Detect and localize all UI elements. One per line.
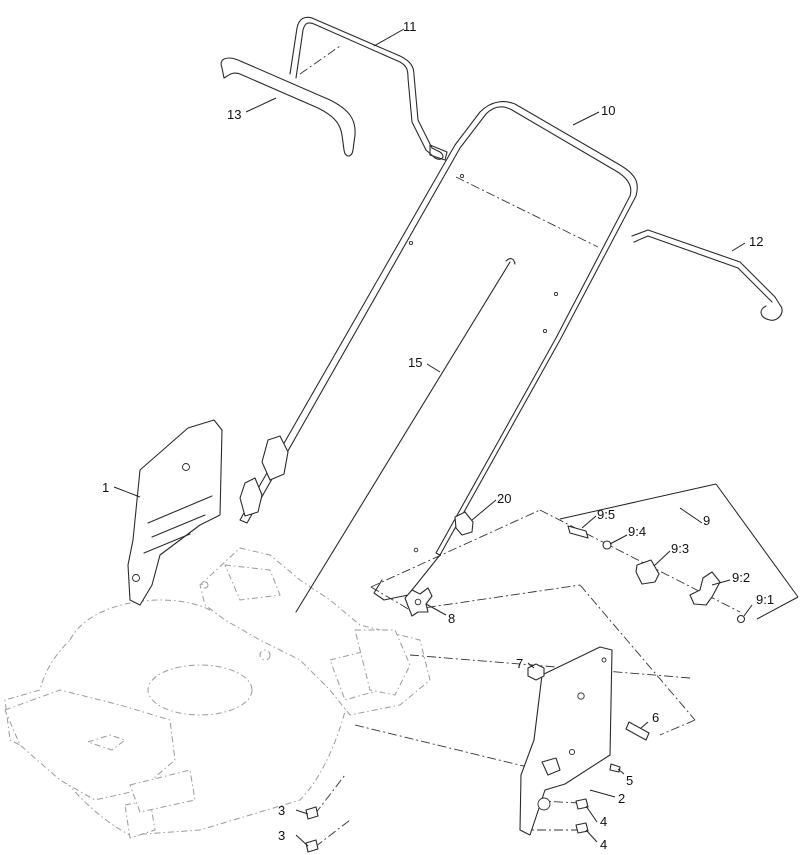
phantom-alignment-lines (299, 45, 741, 848)
part-2-right-bracket (519, 646, 613, 836)
callout-11: 11 (403, 19, 417, 34)
part-15-cable (295, 258, 516, 613)
callout-4-upper: 4 (600, 814, 607, 829)
callout-12: 12 (749, 234, 763, 249)
callout-7: 7 (516, 656, 523, 671)
mower-deck-ghost (4, 547, 431, 839)
callout-10: 10 (601, 103, 615, 118)
callout-9-2: 9:2 (732, 570, 750, 585)
part-11-control-bar (289, 16, 448, 161)
callout-1: 1 (102, 480, 109, 495)
callout-13: 13 (227, 107, 241, 122)
callout-9-4: 9:4 (628, 524, 646, 539)
callout-9-1: 9:1 (756, 592, 774, 607)
leader-lines (113, 28, 753, 847)
part-20-cable-bracket (454, 511, 474, 536)
callout-4-lower: 4 (600, 837, 607, 852)
callout-3-upper: 3 (278, 803, 285, 818)
part-13-bail-bar (220, 57, 356, 157)
callout-3-lower: 3 (278, 828, 285, 843)
callout-2: 2 (618, 791, 625, 806)
part-9-key-assembly (559, 483, 799, 624)
callout-9: 9 (703, 513, 710, 528)
callout-8: 8 (448, 611, 455, 626)
hardware (305, 663, 650, 853)
part-10-upper-handle (239, 101, 638, 601)
part-12-wire-bar (631, 229, 783, 321)
part-8-knob (404, 587, 433, 617)
callout-15: 15 (408, 355, 422, 370)
callout-labels: 1 2 3 3 4 4 5 6 7 8 9 9:1 9:2 9:3 9:4 9:… (102, 19, 774, 852)
callout-5: 5 (626, 773, 633, 788)
callout-9-5: 9:5 (597, 507, 615, 522)
callout-9-3: 9:3 (671, 541, 689, 556)
part-1-left-bracket (127, 419, 223, 606)
callout-20: 20 (497, 491, 511, 506)
callout-6: 6 (652, 710, 659, 725)
